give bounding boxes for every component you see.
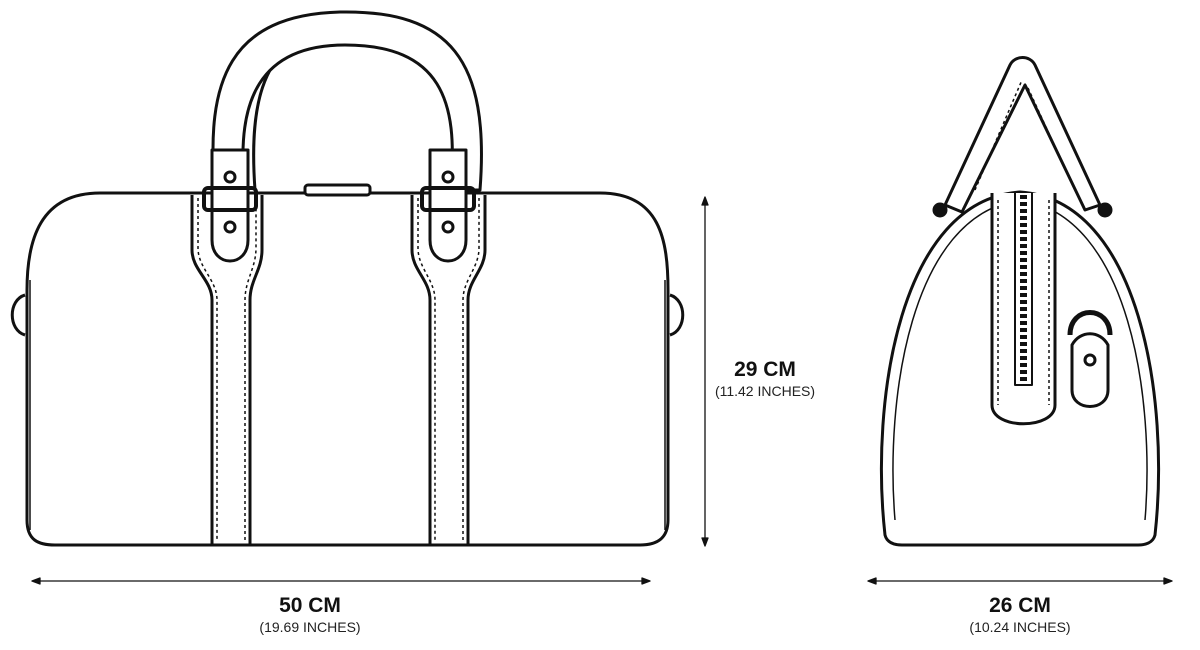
front-handle	[211, 10, 483, 192]
depth-imperial: (10.24 INCHES)	[969, 619, 1071, 635]
width-imperial: (19.69 INCHES)	[259, 619, 361, 635]
left-tab	[210, 148, 250, 263]
right-tab	[428, 148, 468, 263]
height-label: 29 CM (11.42 INCHES)	[695, 358, 835, 400]
depth-metric: 26 CM	[989, 594, 1051, 617]
side-handle-stitch	[974, 79, 1076, 191]
right-ring-icon	[669, 293, 685, 337]
arrowhead	[31, 577, 651, 585]
side-handle	[943, 56, 1102, 214]
side-ring-left	[932, 202, 948, 218]
left-strap-stitch	[197, 198, 257, 540]
side-view	[879, 56, 1161, 547]
zipper-pull	[303, 183, 372, 197]
left-ring-icon	[10, 293, 26, 337]
zipper-stitch	[997, 200, 1050, 405]
side-ring-right	[1097, 202, 1113, 218]
rivet-icon	[441, 170, 455, 184]
arrowhead	[867, 577, 1173, 585]
zipper-teeth	[1014, 193, 1033, 386]
depth-label: 26 CM (10.24 INCHES)	[920, 594, 1120, 636]
front-view	[10, 10, 685, 547]
rivet-icon	[223, 220, 237, 234]
arrowhead	[701, 196, 709, 547]
rivet-icon	[1083, 353, 1097, 367]
d-ring-tab	[1070, 332, 1110, 408]
right-strap-stitch	[417, 198, 480, 540]
bag-body	[25, 191, 670, 547]
rivet-icon	[223, 170, 237, 184]
body-inner-edge	[29, 280, 666, 530]
width-metric: 50 CM	[279, 594, 341, 617]
left-buckle	[202, 186, 258, 212]
height-metric: 29 CM	[734, 358, 796, 381]
width-label: 50 CM (19.69 INCHES)	[210, 594, 410, 636]
right-buckle	[420, 186, 476, 212]
height-imperial: (11.42 INCHES)	[714, 383, 816, 399]
left-strap	[190, 195, 264, 547]
dimension-lines	[31, 196, 1173, 585]
rivet-icon	[441, 220, 455, 234]
d-ring-icon	[1067, 310, 1113, 336]
